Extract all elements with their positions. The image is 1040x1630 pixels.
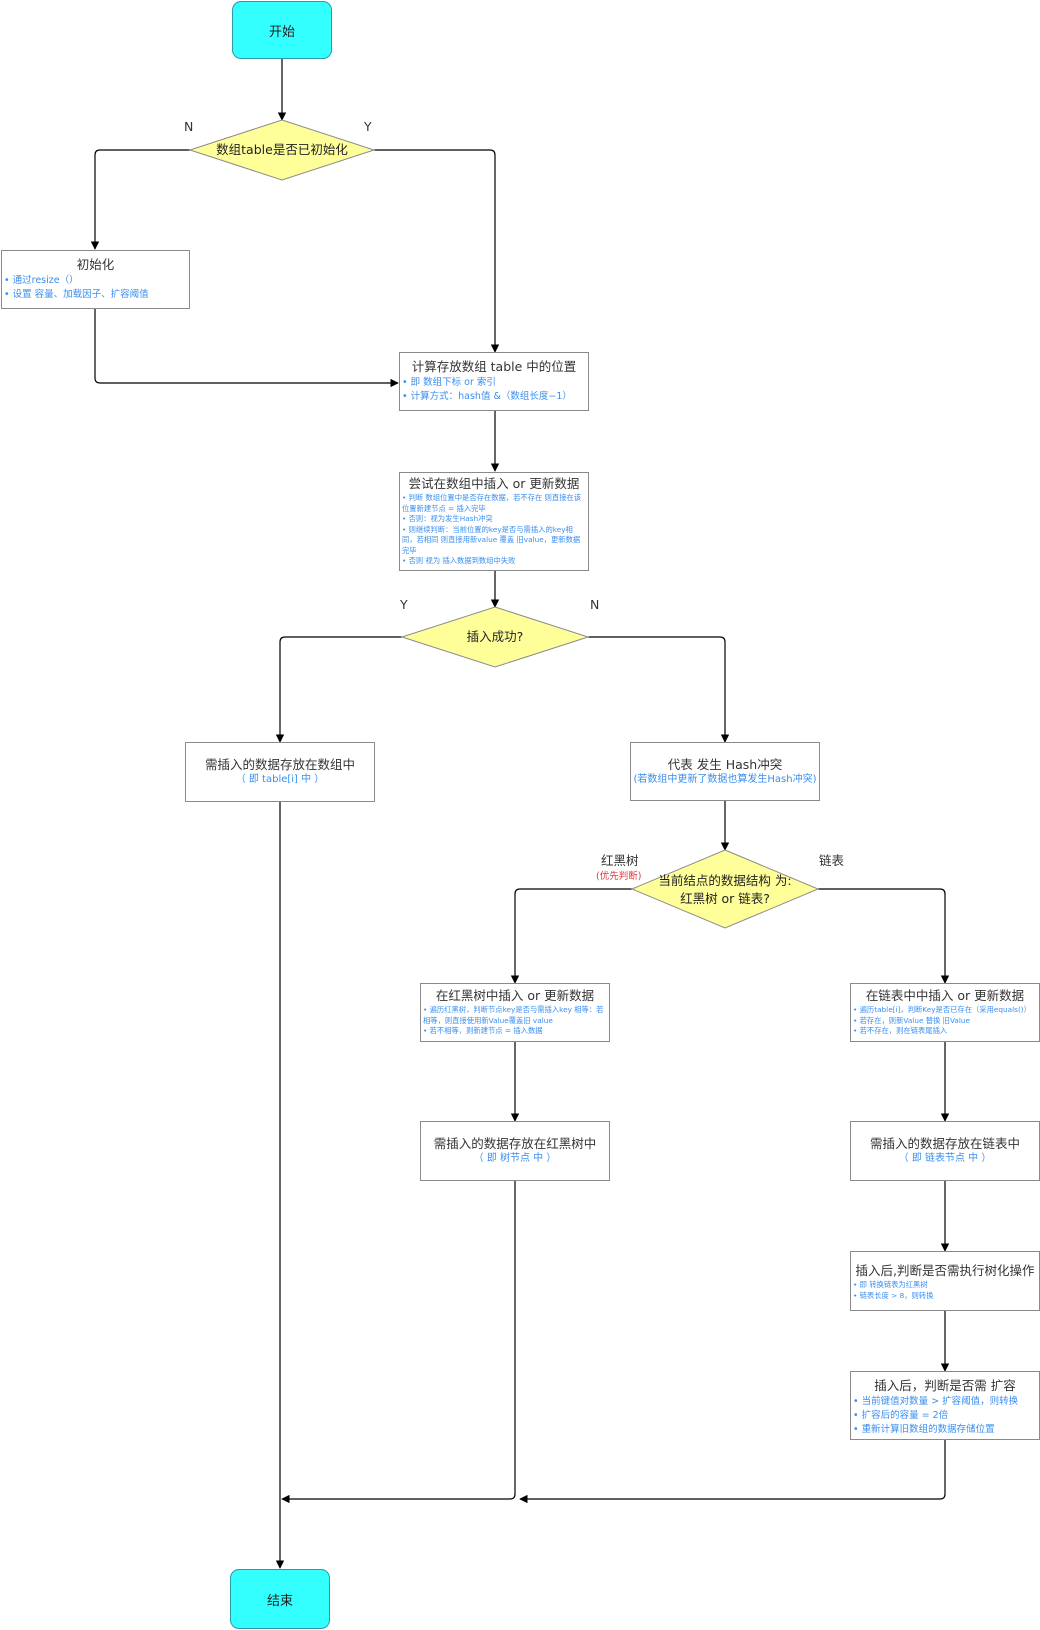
start-label: 开始	[268, 24, 295, 40]
store-list-node: 需插入的数据存放在链表中 （ 即 链表节点 中 ）	[850, 1121, 1040, 1181]
list-insert-node: 在链表中中插入 or 更新数据 遍历table[i]，判断Key是否已存在（采用…	[850, 983, 1040, 1042]
try-insert-item: 判断 数组位置中是否存在数据，若不存在 则直接在该位置新建节点 = 插入完毕	[402, 493, 586, 514]
treeify-item: 链表长度 > 8，则转换	[853, 1291, 1037, 1302]
init-title: 初始化	[76, 257, 115, 272]
decision-init-shape	[188, 119, 376, 181]
try-insert-item: 否则 视为 插入数据到数组中失败	[402, 556, 586, 567]
edge-label-init-yes: Y	[364, 119, 372, 134]
decision-struct-shape	[630, 849, 820, 929]
decision-init-label: 数组table是否已初始化	[216, 142, 348, 157]
store-array-title: 需插入的数据存放在数组中	[204, 757, 355, 772]
edge-storerb-to-merge	[281, 1181, 516, 1504]
edge-struct-rb	[510, 888, 632, 984]
decision-struct-label: 当前结点的数据结构 为: 红黑树 or 链表?	[632, 871, 818, 909]
init-item: 通过resize（）	[4, 274, 187, 288]
list-insert-title: 在链表中中插入 or 更新数据	[865, 988, 1025, 1003]
treeify-item: 即 转换链表为红黑树	[853, 1280, 1037, 1291]
try-insert-title: 尝试在数组中插入 or 更新数据	[408, 476, 580, 491]
edge-label-init-no: N	[184, 119, 194, 134]
edge-success-no	[588, 636, 730, 743]
edge-label-linked-list: 链表	[819, 853, 845, 868]
resize-item: 扩容后的容量 = 2倍	[853, 1409, 1037, 1423]
rb-insert-item: 遍历红黑树，判断节点key是否与需插入key 相等：若相等，则直接使用新Valu…	[423, 1005, 607, 1026]
list-insert-item: 若不存在，则在链表尾插入	[853, 1026, 1037, 1037]
resize-item: 重新计算旧数组的数据存储位置	[853, 1423, 1037, 1437]
resize-title: 插入后，判断是否需 扩容	[874, 1378, 1016, 1393]
end-node: 结束	[230, 1569, 330, 1629]
calc-item: 即 数组下标 or 索引	[402, 376, 586, 390]
edge-init-to-calc	[94, 309, 399, 388]
init-item: 设置 容量、加载因子、扩容阈值	[4, 288, 187, 302]
store-list-sub: （ 即 链表节点 中 ）	[898, 1153, 992, 1164]
calc-title: 计算存放数组 table 中的位置	[411, 359, 577, 374]
hash-conflict-title: 代表 发生 Hash冲突	[667, 757, 783, 772]
edge-label-success-yes: Y	[400, 597, 408, 612]
hash-conflict-node: 代表 发生 Hash冲突 (若数组中更新了数据也算发生Hash冲突)	[630, 742, 820, 801]
store-array-sub: （ 即 table[i] 中 ）	[235, 774, 325, 785]
decision-success-shape	[400, 606, 590, 668]
store-rb-title: 需插入的数据存放在红黑树中	[433, 1136, 597, 1151]
decision-struct-line1: 当前结点的数据结构 为:	[658, 873, 792, 888]
start-node: 开始	[232, 1, 332, 59]
list-insert-item: 若存在，则新Value 替换 旧Value	[853, 1016, 1037, 1027]
rb-insert-title: 在红黑树中插入 or 更新数据	[435, 988, 595, 1003]
store-list-title: 需插入的数据存放在链表中	[869, 1136, 1020, 1151]
list-insert-item: 遍历table[i]，判断Key是否已存在（采用equals()）	[853, 1005, 1037, 1016]
rb-insert-item: 若不相等，则新建节点 = 插入数据	[423, 1026, 607, 1037]
edge-label-rb-tree: 红黑树	[601, 853, 639, 868]
rb-insert-node: 在红黑树中插入 or 更新数据 遍历红黑树，判断节点key是否与需插入key 相…	[420, 983, 610, 1042]
resize-node: 插入后，判断是否需 扩容 当前键值对数量 > 扩容阈值，则转换 扩容后的容量 =…	[850, 1371, 1040, 1440]
edge-resize-to-merge	[519, 1440, 946, 1504]
edge-init-yes	[374, 149, 500, 353]
store-rb-node: 需插入的数据存放在红黑树中 （ 即 树节点 中 ）	[420, 1121, 610, 1181]
hash-conflict-sub: (若数组中更新了数据也算发生Hash冲突)	[633, 774, 817, 785]
store-rb-sub: （ 即 树节点 中 ）	[473, 1153, 557, 1164]
edge-init-no	[90, 149, 190, 250]
decision-success-label: 插入成功?	[466, 629, 524, 644]
edge-struct-list	[818, 888, 950, 984]
calc-position-node: 计算存放数组 table 中的位置 即 数组下标 or 索引 计算方式：hash…	[399, 352, 589, 411]
resize-item: 当前键值对数量 > 扩容阈值，则转换	[853, 1395, 1037, 1409]
edge-label-rb-priority: (优先判断)	[596, 871, 642, 882]
decision-struct-line2: 红黑树 or 链表?	[680, 891, 770, 906]
edge-label-success-no: N	[590, 597, 600, 612]
calc-item: 计算方式：hash值 &（数组长度−1）	[402, 390, 586, 404]
init-node: 初始化 通过resize（） 设置 容量、加载因子、扩容阈值	[1, 250, 190, 309]
try-insert-item: 则继续判断：当前位置的key是否与需插入的key相同，若相同 则直接用新valu…	[402, 525, 586, 557]
try-insert-item: 否则：视为发生Hash冲突	[402, 514, 586, 525]
store-array-node: 需插入的数据存放在数组中 （ 即 table[i] 中 ）	[185, 742, 375, 802]
treeify-title: 插入后,判断是否需执行树化操作	[855, 1263, 1035, 1278]
end-label: 结束	[266, 1593, 293, 1609]
treeify-node: 插入后,判断是否需执行树化操作 即 转换链表为红黑树 链表长度 > 8，则转换	[850, 1251, 1040, 1311]
edge-success-yes	[275, 636, 402, 743]
try-insert-node: 尝试在数组中插入 or 更新数据 判断 数组位置中是否存在数据，若不存在 则直接…	[399, 472, 589, 571]
